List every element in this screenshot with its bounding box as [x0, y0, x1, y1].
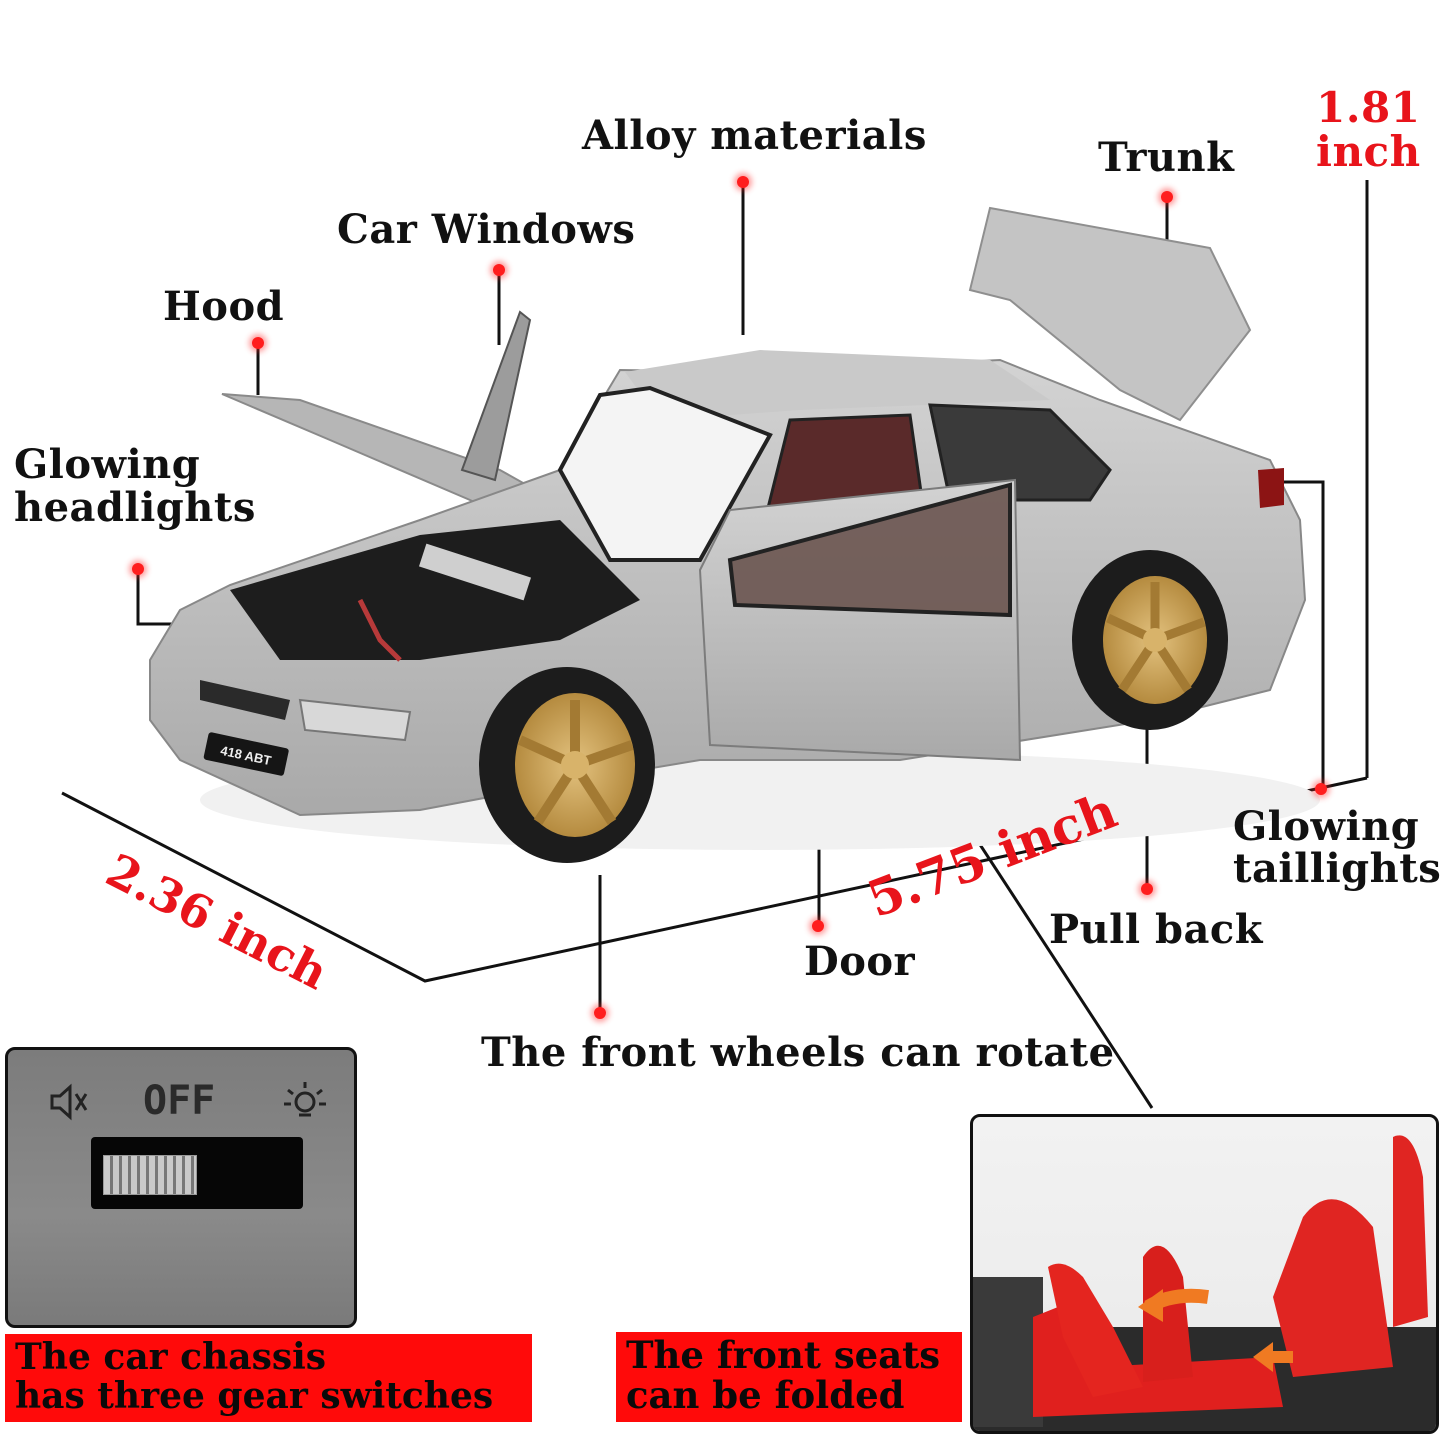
label-trunk: Trunk	[1098, 134, 1235, 181]
headlights-dot	[132, 563, 144, 575]
label-hood: Hood	[163, 283, 285, 330]
label-line: headlights	[14, 483, 256, 531]
seats-panel	[970, 1114, 1439, 1434]
label-line: taillights	[1233, 845, 1442, 892]
seats-banner: The front seats can be folded	[616, 1332, 962, 1422]
speaker-icon	[48, 1082, 88, 1122]
label-door: Door	[804, 938, 916, 985]
height-dimension: 1.81 inch	[1316, 83, 1421, 177]
light-bulb-icon	[280, 1078, 330, 1128]
label-car-windows: Car Windows	[337, 206, 636, 253]
front-wheels-dot	[594, 1007, 606, 1019]
windows-dot	[493, 264, 505, 276]
banner-line: can be folded	[626, 1372, 905, 1417]
label-alloy-materials: Alloy materials	[582, 112, 927, 159]
banner-line: The car chassis	[15, 1336, 327, 1378]
switch-panel: OFF	[5, 1047, 357, 1328]
gear-switch[interactable]	[91, 1137, 303, 1209]
label-line: Glowing	[14, 441, 201, 488]
taillights-dot	[1315, 783, 1327, 795]
chassis-banner: The car chassis has three gear switches	[5, 1334, 532, 1422]
door-dot	[812, 920, 824, 932]
alloy-dot	[737, 176, 749, 188]
label-glowing-taillights: Glowing taillights	[1233, 806, 1441, 890]
height-value: 1.81	[1316, 83, 1421, 132]
banner-line: has three gear switches	[15, 1374, 494, 1417]
switch-slider[interactable]	[103, 1155, 197, 1195]
trunk-dot	[1161, 191, 1173, 203]
label-glowing-headlights: Glowing headlights	[14, 441, 256, 531]
label-front-wheels: The front wheels can rotate	[481, 1029, 1115, 1076]
slide-arrow-icon	[1253, 1342, 1273, 1372]
folded-seats-illustration	[973, 1135, 1436, 1431]
height-unit: inch	[1316, 127, 1421, 177]
banner-line: The front seats	[626, 1333, 941, 1377]
label-line: Glowing	[1233, 803, 1420, 850]
hood-dot	[252, 337, 264, 349]
label-pull-back: Pull back	[1049, 906, 1263, 953]
off-label: OFF	[143, 1078, 216, 1124]
pull-back-dot	[1141, 883, 1153, 895]
